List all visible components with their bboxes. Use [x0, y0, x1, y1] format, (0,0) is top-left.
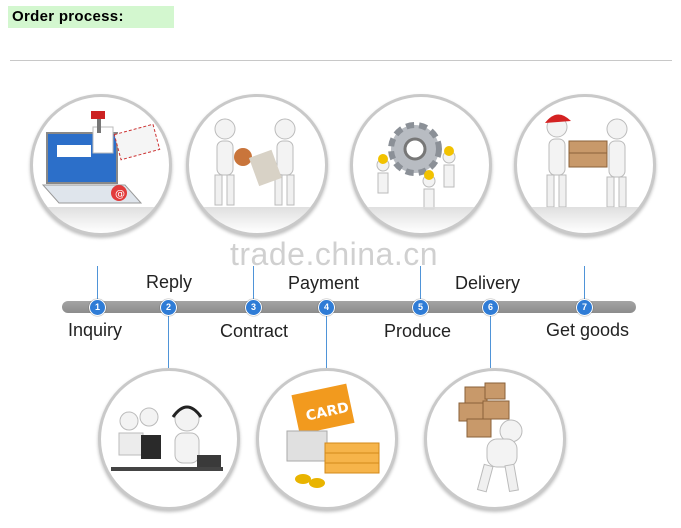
- connector-7: [584, 266, 585, 302]
- step-2-label: Reply: [146, 272, 193, 292]
- connector-4: [326, 314, 327, 368]
- box-handover-icon: [545, 114, 628, 208]
- produce-illustration: [350, 94, 492, 236]
- connector-1: [97, 266, 98, 302]
- call-center-icon: [111, 405, 223, 471]
- step-7-dot: 7: [576, 299, 593, 316]
- inquiry-illustration: @: [30, 94, 172, 236]
- payment-illustration: CARD: [256, 368, 398, 510]
- svg-text:@: @: [115, 189, 125, 200]
- watermark: trade.china.cn: [230, 236, 439, 272]
- handshake-contract-icon: [214, 118, 296, 206]
- step-4-dot: 4: [318, 299, 335, 316]
- step-6-dot: 6: [482, 299, 499, 316]
- process-timeline: [62, 301, 636, 313]
- step-3-label: Contract: [220, 321, 289, 341]
- step-7-label: Get goods: [546, 320, 630, 340]
- connector-3: [253, 266, 254, 302]
- step-3-dot: 3: [245, 299, 262, 316]
- step-1-dot: 1: [89, 299, 106, 316]
- step-1-label: Inquiry: [68, 320, 123, 340]
- step-6-label: Delivery: [455, 273, 521, 293]
- order-process-title: Order process:: [8, 6, 174, 28]
- header-divider: [10, 60, 672, 61]
- step-5-dot: 5: [412, 299, 429, 316]
- gear-workers-icon: [376, 122, 456, 210]
- step-5-label: Produce: [384, 321, 452, 341]
- delivery-illustration: [424, 368, 566, 510]
- reply-illustration: [98, 368, 240, 510]
- connector-2: [168, 314, 169, 368]
- contract-illustration: [186, 94, 328, 236]
- card-money-icon: CARD: [286, 383, 380, 488]
- carrying-boxes-icon: [458, 382, 523, 493]
- connector-5: [420, 266, 421, 302]
- connector-6: [490, 314, 491, 368]
- laptop-mail-icon: @: [41, 111, 161, 204]
- step-2-dot: 2: [160, 299, 177, 316]
- step-4-label: Payment: [288, 273, 360, 293]
- get-goods-illustration: [514, 94, 656, 236]
